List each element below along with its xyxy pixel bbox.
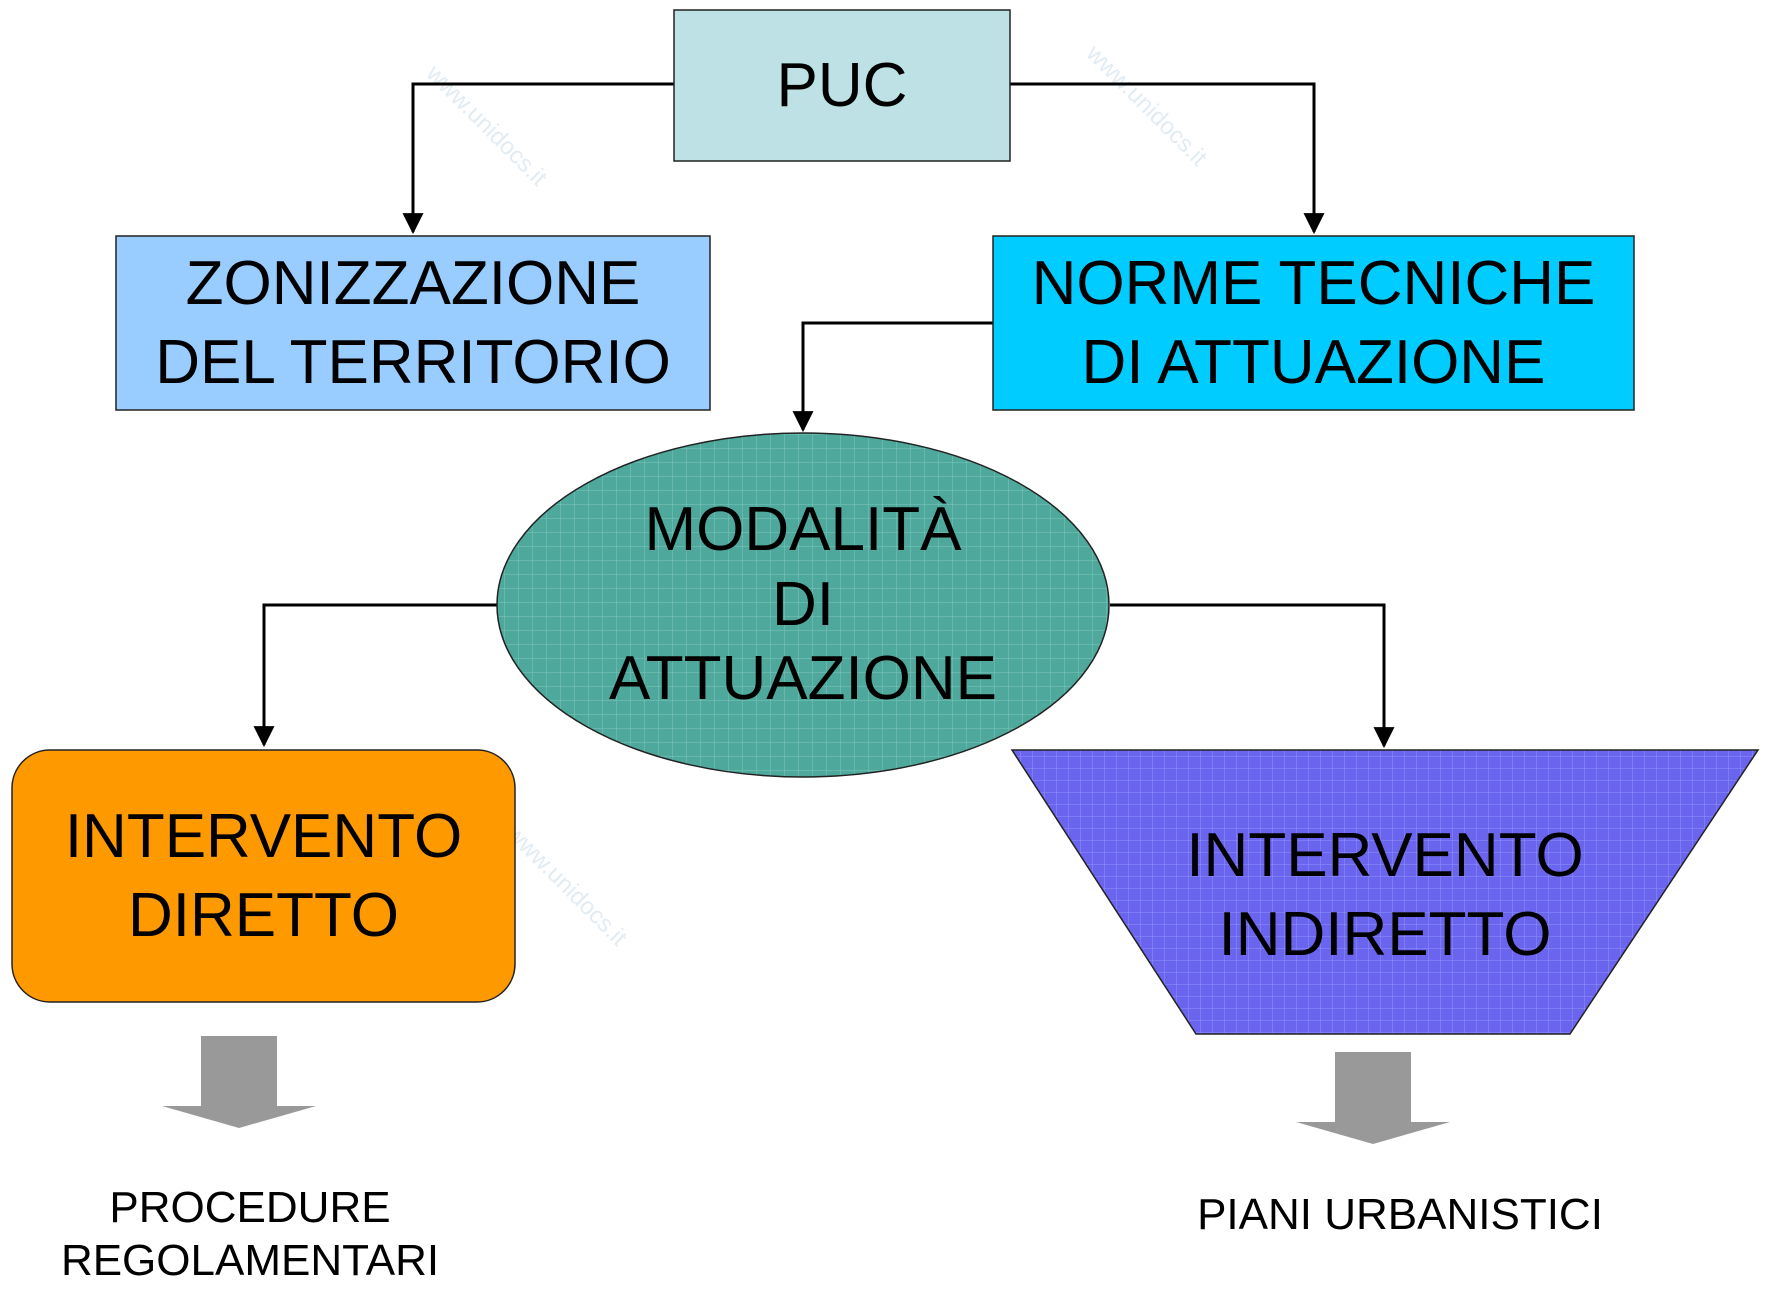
- connector-modalita-indiretto: [1110, 603, 1395, 749]
- indiretto-trapezoid: [1010, 749, 1760, 1035]
- zonizzazione-line2: DEL TERRITORIO: [155, 328, 671, 397]
- diretto-label: INTERVENTO DIRETTO: [12, 750, 515, 1002]
- norme-line2: DI ATTUAZIONE: [1081, 328, 1546, 397]
- modalita-label: MODALITÀ DI ATTUAZIONE: [560, 450, 1046, 760]
- connector-puc-norme: [1010, 82, 1325, 235]
- zonizzazione-box: [115, 235, 711, 411]
- modalita-line2: DI: [772, 569, 834, 639]
- connector-norme-modalita: [792, 321, 993, 433]
- puc-label: PUC: [674, 10, 1010, 161]
- arrow-down-diretto-icon: [162, 1036, 316, 1128]
- procedure-line2: REGOLAMENTARI: [60, 1236, 440, 1285]
- indiretto-line1: INTERVENTO: [1186, 820, 1584, 890]
- piani-text: PIANI URBANISTICI: [1197, 1189, 1603, 1239]
- procedure-line1: PROCEDURE: [109, 1183, 391, 1233]
- diretto-line2: DIRETTO: [128, 881, 399, 950]
- zonizzazione-label: ZONIZZAZIONE DEL TERRITORIO: [116, 236, 710, 410]
- indiretto-line2: INDIRETTO: [1218, 900, 1552, 969]
- diretto-line1: INTERVENTO: [64, 801, 463, 871]
- indiretto-label: INTERVENTO INDIRETTO: [1160, 780, 1610, 1010]
- puc-text: PUC: [776, 50, 908, 120]
- puc-box: [673, 9, 1011, 162]
- arrow-down-indiretto-icon: [1296, 1052, 1450, 1144]
- norme-label: NORME TECNICHE DI ATTUAZIONE: [993, 236, 1634, 410]
- connector-modalita-diretto: [253, 603, 497, 748]
- connector-puc-zonizzazione: [402, 82, 674, 235]
- norme-line1: NORME TECNICHE: [1031, 248, 1596, 318]
- norme-box: [992, 235, 1635, 411]
- modalita-line3: ATTUAZIONE: [608, 644, 998, 714]
- procedure-label: PROCEDURE REGOLAMENTARI: [20, 1180, 480, 1290]
- diretto-box: [11, 749, 516, 1003]
- piani-label: PIANI URBANISTICI: [1150, 1185, 1650, 1245]
- modalita-line1: MODALITÀ: [644, 495, 962, 565]
- modalita-ellipse: [496, 432, 1110, 778]
- zonizzazione-line1: ZONIZZAZIONE: [185, 248, 641, 318]
